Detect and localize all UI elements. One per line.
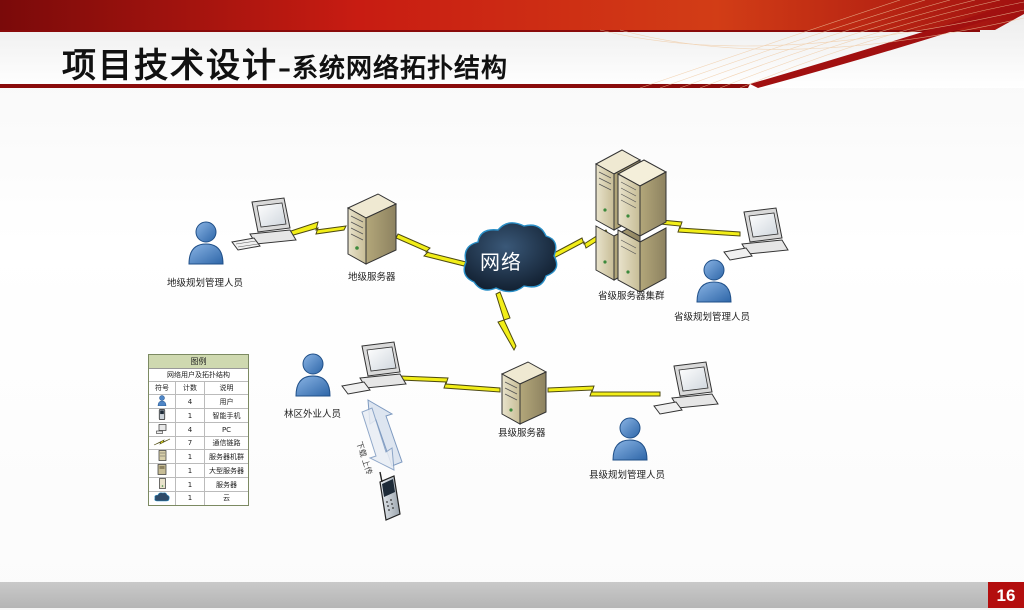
- page-number: 16: [988, 582, 1024, 608]
- legend-header-desc: 说明: [204, 380, 248, 395]
- legend: 图例 网络用户及拓扑结构 符号 计数 说明 4 用户 1 智能手机 4 PC 7…: [148, 354, 249, 506]
- district-user-icon: [188, 221, 224, 265]
- legend-count: 1: [175, 463, 205, 478]
- legend-row: 4 用户: [149, 394, 248, 409]
- page-title-main: 项目技术设计: [62, 46, 278, 86]
- legend-row: 1 云: [149, 491, 248, 505]
- legend-count: 1: [175, 491, 205, 505]
- cloud-label: 网络: [480, 250, 522, 274]
- legend-desc: 服务器机群: [204, 449, 248, 464]
- county-pc-icon: [653, 361, 719, 415]
- legend-count: 1: [175, 408, 205, 423]
- link-cloud-county: [495, 291, 517, 352]
- legend-header-row: 符号 计数 说明: [149, 380, 248, 395]
- legend-count: 4: [175, 422, 205, 437]
- county-staff-label: 县级规划管理人员: [589, 470, 666, 481]
- province-staff-label: 省级规划管理人员: [674, 312, 751, 323]
- smartphone-icon: [379, 471, 401, 521]
- legend-cloud-icon: [149, 491, 176, 505]
- legend-server-rack-icon: [149, 449, 176, 464]
- district-staff-label: 地级规划管理人员: [167, 278, 244, 289]
- link-district-pc-server: [287, 221, 347, 237]
- legend-row: 1 服务器: [149, 477, 248, 492]
- link-county-county-pc: [547, 385, 661, 397]
- legend-desc: 大型服务器: [204, 463, 248, 478]
- forest-staff-label: 林区外业人员: [284, 409, 342, 420]
- province-pc-icon: [723, 207, 789, 261]
- legend-desc: 用户: [204, 394, 248, 409]
- legend-count: 4: [175, 394, 205, 409]
- legend-pc-icon: [149, 422, 176, 437]
- district-pc-icon: [231, 197, 297, 251]
- county-server-icon: [500, 361, 548, 425]
- sync-arrow-icon: [361, 399, 403, 471]
- legend-table: 符号 计数 说明 4 用户 1 智能手机 4 PC 7 通信链路 1 服务器机群: [149, 380, 248, 505]
- footer-bar: [0, 582, 1024, 608]
- legend-row: 1 智能手机: [149, 408, 248, 423]
- legend-header-symbol: 符号: [149, 380, 176, 395]
- legend-desc: 服务器: [204, 477, 248, 492]
- county-user-icon: [612, 417, 648, 461]
- legend-count: 1: [175, 477, 205, 492]
- link-forest-pc-county: [399, 375, 501, 393]
- legend-smartphone-icon: [149, 408, 176, 423]
- district-server-icon: [346, 193, 398, 265]
- province-user-icon: [696, 259, 732, 303]
- page-title: 项目技术设计 –系统网络拓扑结构: [62, 38, 508, 86]
- legend-desc: 云: [204, 491, 248, 505]
- legend-row: 7 通信链路: [149, 435, 248, 450]
- legend-count: 1: [175, 449, 205, 464]
- legend-server-icon: [149, 477, 176, 492]
- county-server-label: 县级服务器: [498, 428, 546, 439]
- legend-row: 1 服务器机群: [149, 449, 248, 464]
- legend-row: 4 PC: [149, 422, 248, 437]
- legend-header-count: 计数: [175, 380, 205, 395]
- legend-link-icon: [149, 435, 176, 450]
- forest-user-icon: [295, 353, 331, 397]
- link-server-cloud: [395, 233, 467, 267]
- forest-pc-icon: [341, 341, 407, 395]
- legend-desc: 通信链路: [204, 435, 248, 450]
- legend-desc: PC: [204, 422, 248, 437]
- page-title-sub: –系统网络拓扑结构: [278, 54, 509, 84]
- legend-title: 图例: [149, 355, 248, 368]
- province-cluster-label: 省级服务器集群: [598, 291, 665, 302]
- legend-row: 1 大型服务器: [149, 463, 248, 478]
- legend-desc: 智能手机: [204, 408, 248, 423]
- network-cloud: [463, 222, 558, 293]
- legend-user-icon: [149, 394, 176, 409]
- legend-count: 7: [175, 435, 205, 450]
- legend-subtitle: 网络用户及拓扑结构: [149, 368, 248, 381]
- header-banner: [0, 0, 1024, 89]
- legend-mainframe-icon: [149, 463, 176, 478]
- province-cluster-icon: [594, 149, 668, 293]
- district-server-label: 地级服务器: [348, 272, 396, 283]
